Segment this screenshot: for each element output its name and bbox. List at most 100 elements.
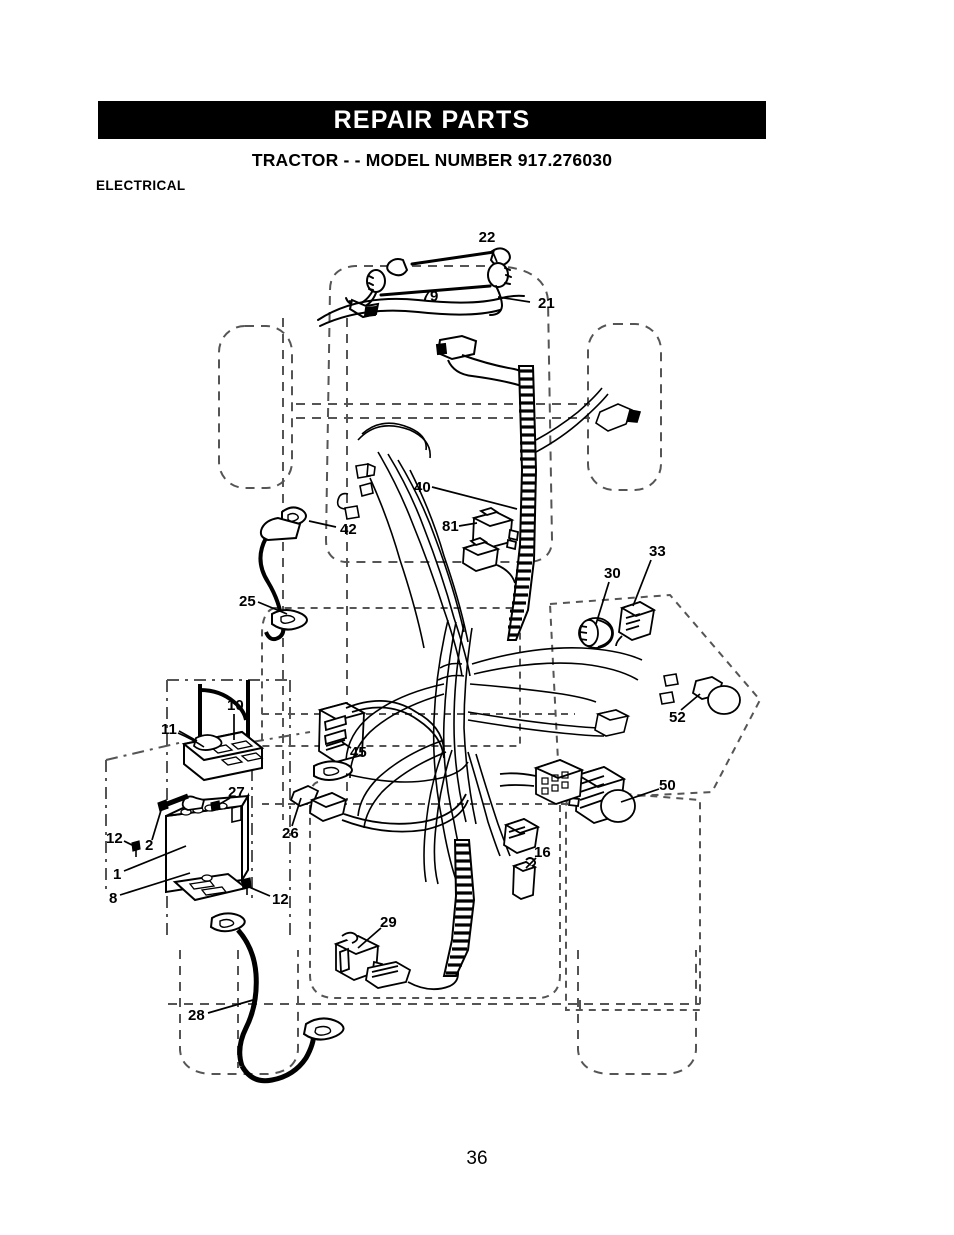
connector-26-wire	[343, 793, 467, 825]
front-spade-c	[336, 492, 349, 510]
callout-50: 50	[659, 777, 676, 794]
banner-title: REPAIR PARTS	[333, 105, 531, 134]
solenoid-50-pin-c	[567, 797, 581, 807]
harness-strand-5	[369, 477, 425, 649]
relay-81-pin-a	[508, 528, 519, 542]
trunk-branch-left-2	[349, 693, 445, 779]
right-spade-1	[663, 673, 679, 687]
trunk-branch-down-1	[423, 747, 445, 883]
trunk-branch-left-4	[363, 751, 447, 829]
callout-79: 79	[422, 288, 439, 305]
dash-panel-outline	[296, 403, 590, 419]
headlight-socket-left-detail	[368, 275, 374, 291]
rear-loom-ribs	[446, 843, 473, 975]
leader-33	[632, 559, 652, 607]
bulb-52-group	[691, 676, 741, 715]
holddown-group	[177, 680, 265, 782]
headlight-lead-21	[317, 294, 525, 321]
battery-tray-hole	[201, 874, 213, 882]
trunk-branch-down-4	[475, 753, 511, 857]
fuse-holder-lead	[615, 635, 623, 647]
trunk-branch-left-3	[357, 739, 445, 817]
callout-10: 10	[227, 697, 244, 714]
ignition-switch-30-group	[578, 617, 614, 649]
repair-parts-banner: REPAIR PARTS	[98, 101, 766, 139]
footrest-outline	[565, 788, 701, 1011]
connector-26-wire-b	[341, 799, 469, 833]
right-run-wire-1	[471, 647, 643, 665]
bulb-52-globe	[707, 685, 741, 715]
switch-16-group	[503, 818, 541, 900]
harness-strand-3	[397, 459, 465, 633]
leader-8	[119, 872, 191, 896]
leader-1	[123, 845, 187, 872]
harness-right-front-branch	[535, 387, 642, 453]
callout-29: 29	[380, 914, 397, 931]
switch-29-group	[333, 931, 459, 991]
multipin-top	[533, 759, 585, 779]
headlight-socket-left	[366, 269, 386, 293]
fastener-27	[210, 800, 221, 812]
leader-52	[680, 693, 701, 711]
solenoid-50-ridges	[579, 775, 605, 809]
front-spade-a-tip	[366, 462, 376, 477]
leader-2	[151, 806, 163, 841]
callout-28: 28	[188, 1007, 205, 1024]
callout-12-right: 12	[272, 891, 289, 908]
rear-right-wheel-outline	[577, 950, 697, 1075]
switch-29-plunger	[341, 931, 359, 944]
leader-45	[341, 741, 352, 749]
leader-40	[431, 486, 518, 510]
front-left-wheel-outline	[218, 325, 293, 489]
leader-21	[497, 296, 531, 303]
trunk-branch-down-3	[467, 751, 501, 857]
leader-29	[357, 927, 382, 949]
leader-12b	[248, 886, 271, 897]
ground-lug-mid-wire	[345, 761, 469, 783]
cable-28-lug-top-hole	[219, 918, 235, 928]
switch-29-wire	[407, 973, 459, 991]
headlight-lead-21b	[319, 309, 501, 327]
fastener-12-left	[131, 840, 141, 852]
front-right-wheel-outline	[587, 323, 662, 491]
leader-81	[458, 522, 478, 527]
callout-11: 11	[161, 721, 177, 738]
callout-1: 1	[113, 866, 121, 883]
callout-33: 33	[649, 543, 666, 560]
phantom-outlines	[105, 265, 762, 1075]
multipin-connector-group	[499, 759, 585, 805]
headlight-bar-top	[410, 250, 496, 266]
switch-45-face-1	[324, 714, 347, 732]
battery-terminal-clamp	[181, 795, 206, 811]
right-spade-2	[659, 691, 675, 705]
fuse-holder-lines	[625, 613, 641, 631]
battery-tray-slot-b	[200, 886, 228, 896]
front-branch-loop-b	[357, 424, 431, 459]
right-run-wire-4	[467, 711, 605, 729]
callout-21: 21	[538, 295, 555, 312]
switch-29-inner	[339, 947, 350, 974]
electrical-diagram-svg: 22 79 21 40 81 42 25 30 33 52 50 10 11 4…	[105, 229, 762, 1084]
battery-cable-28-group	[209, 912, 345, 1084]
callout-leaders	[119, 249, 701, 1014]
section-heading-electrical: ELECTRICAL	[96, 178, 186, 193]
callout-45: 45	[350, 744, 367, 761]
trunk-strand-c	[453, 623, 467, 823]
harness-right-run	[467, 647, 679, 737]
callout-16: 16	[534, 844, 551, 861]
lower-connector-ridge	[508, 826, 526, 839]
cable-28-lug-bottom-hole	[314, 1025, 332, 1036]
upper-connector-group	[435, 334, 531, 399]
right-run-wire-5	[467, 719, 605, 737]
fuse-holder-33-group	[615, 601, 657, 647]
leader-11	[178, 730, 198, 742]
ground-lug-mid-hole	[323, 766, 340, 776]
upper-connector-wire-b	[447, 359, 531, 399]
multipin-wire	[499, 772, 537, 787]
trunk-strand-a	[432, 619, 457, 881]
bracket-11-rod-eye	[192, 734, 223, 751]
connector-26-group	[289, 785, 469, 833]
leader-42	[308, 520, 337, 528]
harness-strand-4	[409, 469, 469, 643]
